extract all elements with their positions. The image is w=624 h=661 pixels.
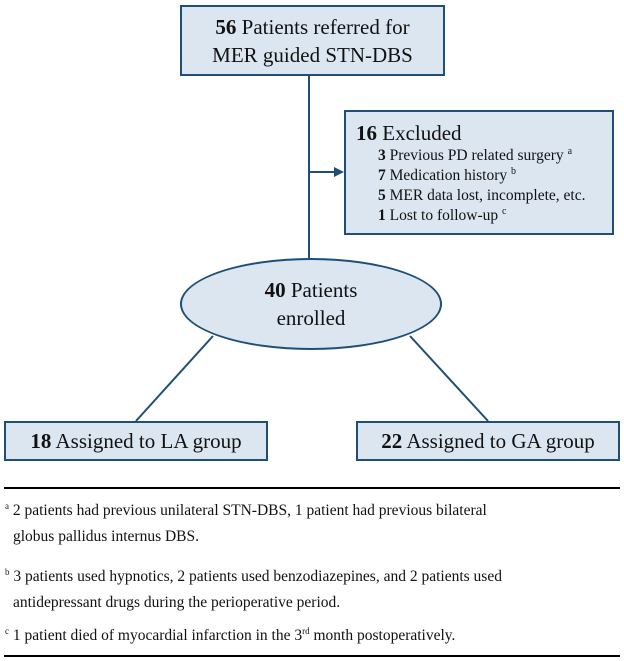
footnote-c: c 1 patient died of myocardial infarctio… [5,625,617,647]
connector-enrolled-to-ga [409,335,489,422]
excluded-item-text: Medication history [385,167,512,184]
excluded-item-text: Lost to follow-up [385,207,502,224]
footnote-bottom-rule [4,655,620,657]
excluded-item-count: 1 [378,207,386,224]
enrolled-line2: enrolled [276,306,346,330]
excluded-item-count: 7 [378,167,386,184]
excluded-item: 7 Medication history b [356,166,612,186]
footnote-mark: a [5,500,9,511]
footnote-a: a 2 patients had previous unilateral STN… [5,500,617,552]
ga-label: Assigned to GA group [402,429,595,453]
footnote-ordinal: rd [302,625,310,636]
footnote-b: b 3 patients used hypnotics, 2 patients … [5,566,617,618]
referred-count: 56 [215,15,237,39]
footnote-text: 2 patients had previous unilateral STN-D… [9,502,487,519]
excluded-box: 16 Excluded 3 Previous PD related surger… [344,110,614,235]
excluded-item-count: 3 [378,147,386,164]
excluded-item-note: a [567,145,573,157]
excluded-item-text: MER data lost, incomplete, etc. [385,187,586,204]
footnote-text-cont: globus pallidus internus DBS. [13,528,200,545]
la-label: Assigned to LA group [51,429,242,453]
enrolled-line1: Patients [285,278,358,302]
ga-count: 22 [381,429,403,453]
referred-line2: MER guided STN-DBS [212,43,413,67]
footnote-mark: b [5,566,10,577]
excluded-item: 5 MER data lost, incomplete, etc. [356,186,612,206]
referred-line1: Patients referred for [236,15,410,39]
excluded-item: 3 Previous PD related surgery a [356,146,612,166]
excluded-item-text: Previous PD related surgery [385,147,568,164]
excluded-item-count: 5 [378,187,386,204]
footnote-text-cont: antidepressant drugs during the perioper… [13,594,341,611]
enrolled-count: 40 [264,278,286,302]
footnote-top-rule [4,487,620,489]
excluded-count: 16 [356,121,377,145]
excluded-title: Excluded [377,121,462,145]
excluded-item-note: c [502,205,507,217]
footnote-text: 1 patient died of myocardial infarction … [9,627,303,644]
arrowhead-to-excluded [334,167,344,177]
enrolled-ellipse: 40 Patients enrolled [180,258,442,350]
la-count: 18 [30,429,52,453]
excluded-item: 1 Lost to follow-up c [356,206,612,226]
la-group-box: 18 Assigned to LA group [4,421,268,461]
footnote-text: 3 patients used hypnotics, 2 patients us… [9,568,502,585]
footnote-text-end: month postoperatively. [309,627,456,644]
excluded-item-note: b [511,165,517,177]
ga-group-box: 22 Assigned to GA group [356,421,620,461]
footnote-mark: c [5,625,9,636]
referred-box: 56 Patients referred for MER guided STN-… [180,5,445,76]
connector-enrolled-to-la [135,335,214,422]
